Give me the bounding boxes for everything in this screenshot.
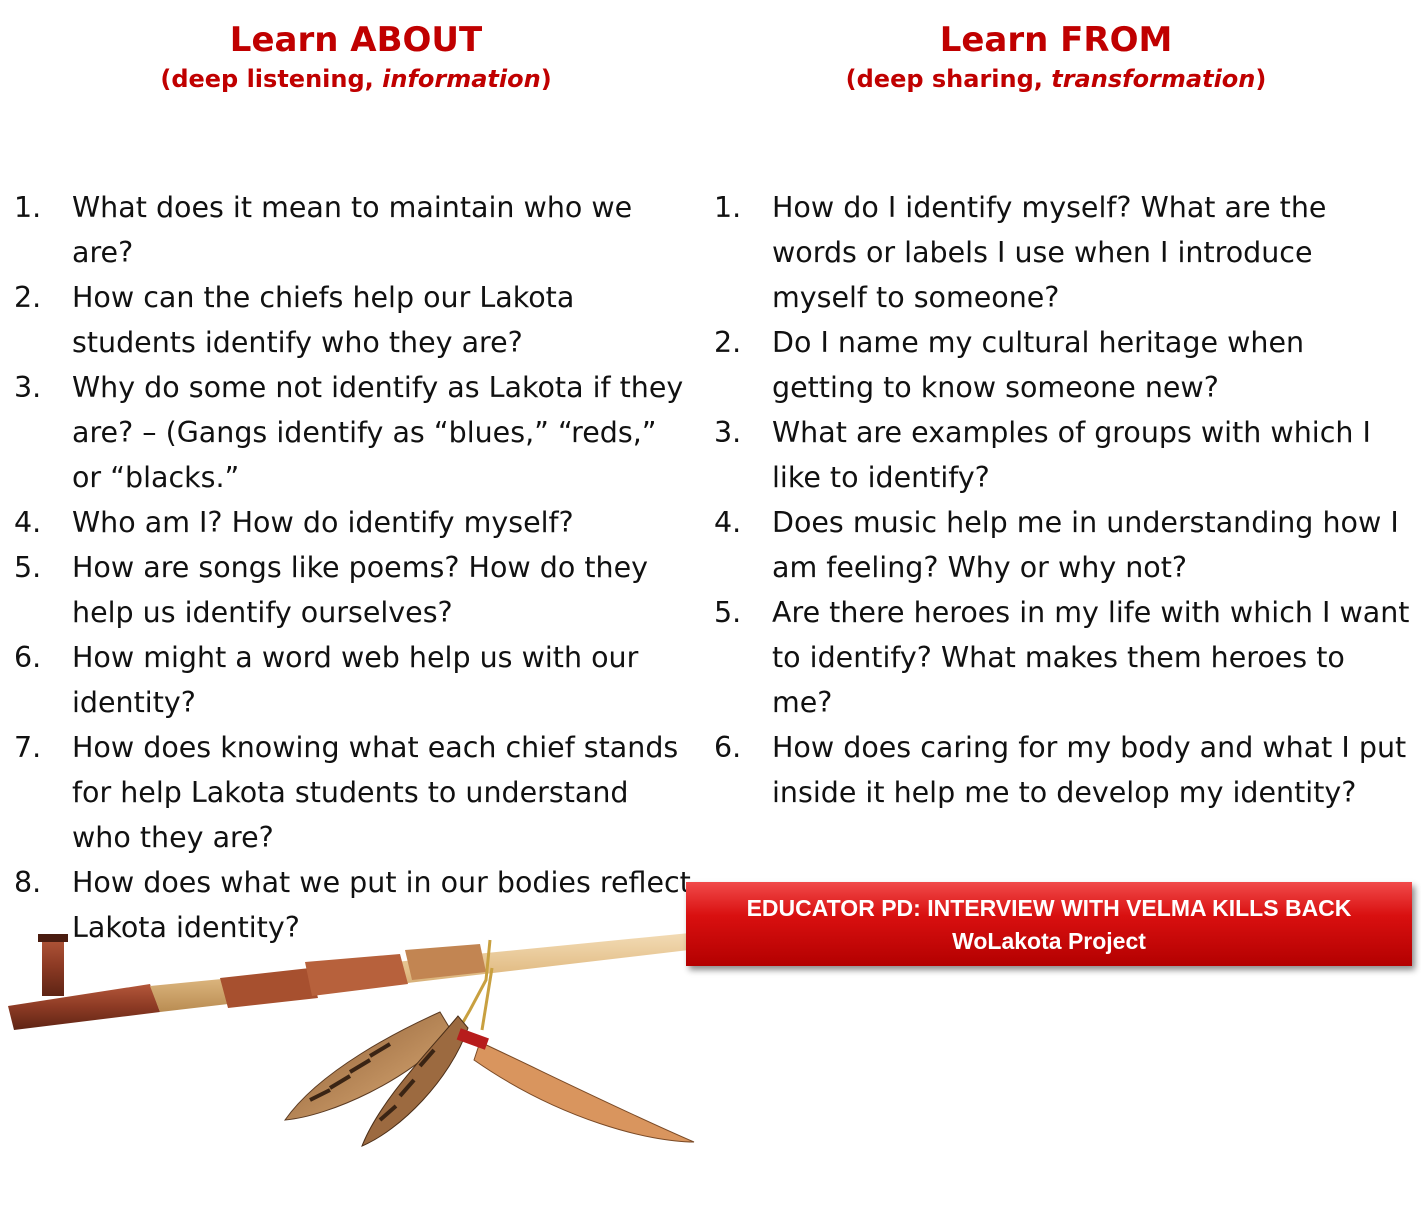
list-item: 6. How might a word web help us with our … [14,635,694,725]
list-item: 4. Who am I? How do identify myself? [14,500,694,545]
item-number: 1. [14,191,42,224]
feather-3 [473,1041,695,1143]
learn-from-heading: Learn FROM (deep sharing, transformation… [736,18,1376,96]
item-number: 2. [714,326,742,359]
item-number: 3. [714,416,742,449]
item-number: 5. [14,551,42,584]
item-text: How does what we put in our bodies refle… [72,866,691,944]
banner-line-1: EDUCATOR PD: INTERVIEW WITH VELMA KILLS … [746,895,1352,921]
item-text: What are examples of groups with which I… [772,416,1371,494]
pipe-head [8,984,160,1030]
item-text: How do I identify myself? What are the w… [772,191,1327,314]
learn-about-subtitle-suffix: ) [540,65,552,93]
item-number: 5. [714,596,742,629]
item-number: 8. [14,866,42,899]
list-item: 4. Does music help me in understanding ho… [714,500,1414,590]
learn-from-question-list: 1. How do I identify myself? What are the… [714,185,1414,815]
learn-about-question-list: 1. What does it mean to maintain who we a… [14,185,694,950]
learn-about-title: Learn ABOUT [229,20,483,60]
item-number: 2. [14,281,42,314]
learn-from-subtitle: (deep sharing, transformation) [736,62,1376,96]
educator-pd-banner: EDUCATOR PD: INTERVIEW WITH VELMA KILLS … [686,882,1412,966]
item-text: Does music help me in understanding how … [772,506,1399,584]
item-number: 1. [714,191,742,224]
item-text: Do I name my cultural heritage when gett… [772,326,1305,404]
list-item: 5. Are there heroes in my life with which… [714,590,1414,725]
list-item: 1. What does it mean to maintain who we a… [14,185,694,275]
item-text: What does it mean to maintain who we are… [72,191,633,269]
learn-about-subtitle-prefix: (deep listening, [160,65,383,93]
item-text: How are songs like poems? How do they he… [72,551,648,629]
item-number: 7. [14,731,42,764]
learn-about-subtitle-italic: information [382,65,541,93]
list-item: 7. How does knowing what each chief stand… [14,725,694,860]
banner-line-2: WoLakota Project [952,928,1146,954]
learn-about-subtitle: (deep listening, information) [36,62,676,96]
list-item: 5. How are songs like poems? How do they … [14,545,694,635]
item-text: Why do some not identify as Lakota if th… [72,371,684,494]
learn-from-title: Learn FROM [939,20,1173,60]
item-number: 4. [14,506,42,539]
list-item: 6. How does caring for my body and what I… [714,725,1414,815]
learn-from-subtitle-italic: transformation [1051,65,1256,93]
list-item: 1. How do I identify myself? What are the… [714,185,1414,320]
item-number: 6. [14,641,42,674]
list-item: 2. Do I name my cultural heritage when ge… [714,320,1414,410]
item-text: How does caring for my body and what I p… [772,731,1407,809]
item-number: 4. [714,506,742,539]
pipe-bowl [42,936,64,996]
item-number: 6. [714,731,742,764]
item-text: Who am I? How do identify myself? [72,506,574,539]
list-item: 8. How does what we put in our bodies ref… [14,860,694,950]
list-item: 2. How can the chiefs help our Lakota stu… [14,275,694,365]
item-text: How can the chiefs help our Lakota stude… [72,281,575,359]
item-number: 3. [14,371,42,404]
list-item: 3. Why do some not identify as Lakota if … [14,365,694,500]
learn-from-subtitle-suffix: ) [1255,65,1267,93]
learn-from-subtitle-prefix: (deep sharing, [845,65,1052,93]
item-text: How might a word web help us with our id… [72,641,639,719]
item-text: Are there heroes in my life with which I… [772,596,1410,719]
pipe-with-feathers-icon [8,930,742,1147]
learn-about-heading: Learn ABOUT (deep listening, information… [36,18,676,96]
list-item: 3. What are examples of groups with which… [714,410,1414,500]
item-text: How does knowing what each chief stands … [72,731,679,854]
